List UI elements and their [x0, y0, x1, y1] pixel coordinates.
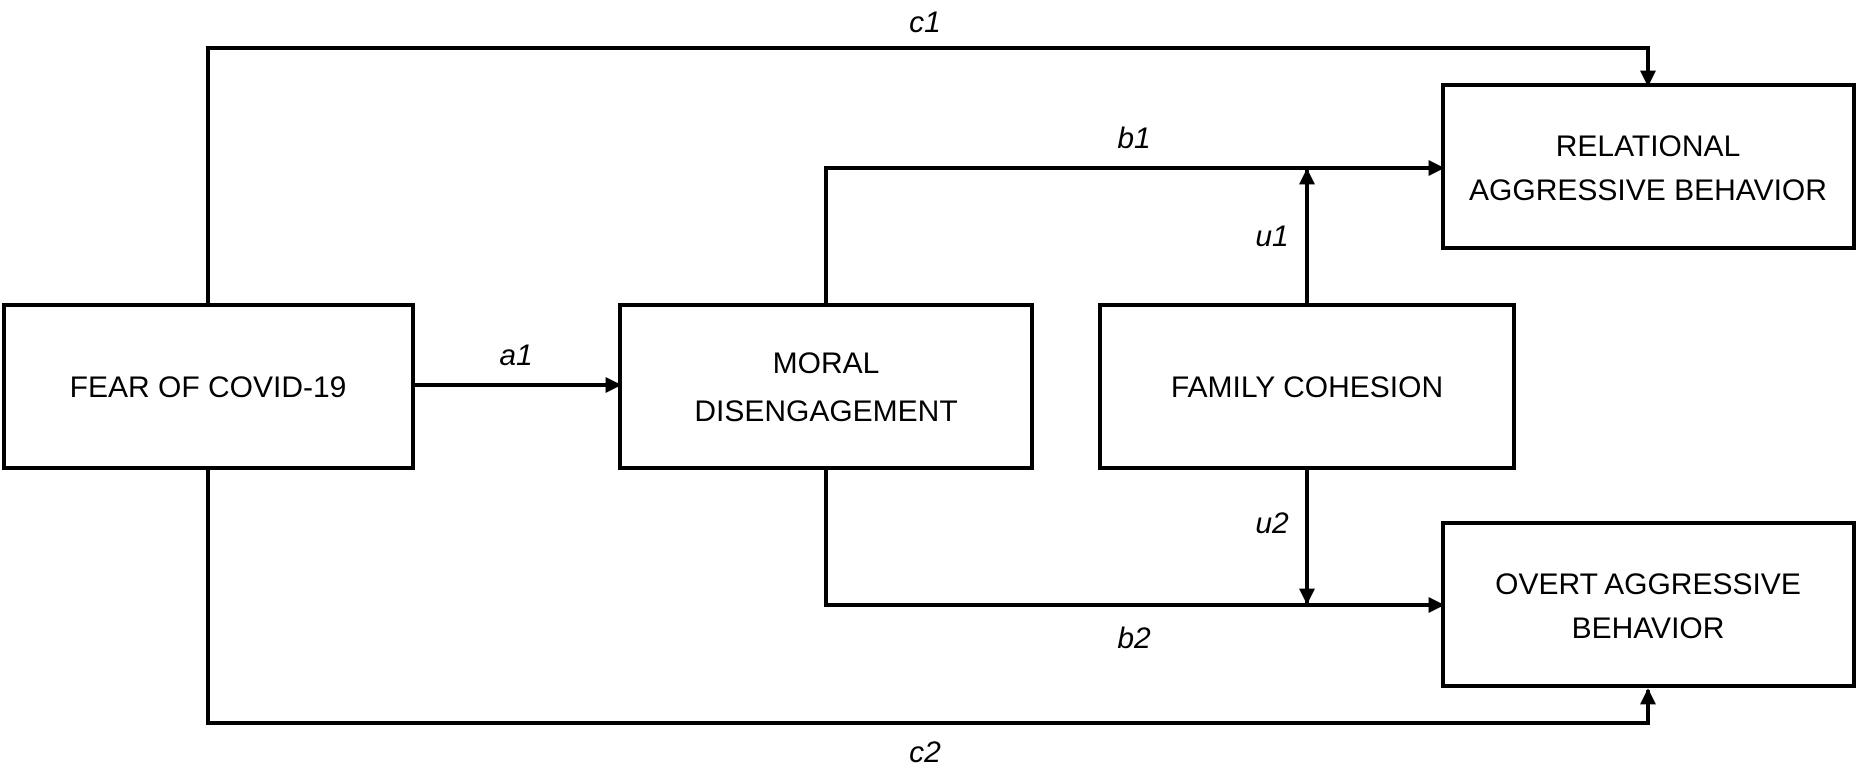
path-b1-arrow	[824, 160, 1445, 305]
path-label-c2: c2	[909, 736, 941, 769]
node-family-label: FAMILY COHESION	[1171, 371, 1443, 404]
path-c1-arrow	[206, 46, 1656, 305]
path-label-b1: b1	[1117, 122, 1150, 155]
node-overt-aggressive-behavior: OVERT AGGRESSIVE BEHAVIOR	[1441, 521, 1856, 688]
node-relational-aggressive-behavior: RELATIONAL AGGRESSIVE BEHAVIOR	[1441, 83, 1856, 250]
path-label-u2: u2	[1255, 507, 1289, 540]
path-label-u1: u1	[1255, 220, 1288, 253]
node-moral-disengagement: MORAL DISENGAGEMENT	[618, 303, 1034, 470]
path-label-a1: a1	[499, 339, 532, 372]
path-label-c1: c1	[909, 6, 941, 39]
path-c2-arrow	[206, 468, 1656, 725]
node-overt-label-line1: OVERT AGGRESSIVE	[1495, 568, 1801, 601]
node-moral-label-line2: DISENGAGEMENT	[694, 395, 957, 428]
path-b2-arrow	[824, 468, 1445, 613]
node-relational-label-line1: RELATIONAL	[1556, 130, 1741, 163]
node-relational-label-line2: AGGRESSIVE BEHAVIOR	[1469, 174, 1827, 207]
node-fear-label: FEAR OF COVID-19	[70, 371, 347, 404]
node-fear-of-covid: FEAR OF COVID-19	[2, 303, 415, 470]
node-overt-label-line2: BEHAVIOR	[1572, 612, 1725, 645]
path-label-b2: b2	[1117, 622, 1151, 655]
node-moral-label-line1: MORAL	[773, 347, 880, 380]
node-family-cohesion: FAMILY COHESION	[1098, 303, 1516, 470]
